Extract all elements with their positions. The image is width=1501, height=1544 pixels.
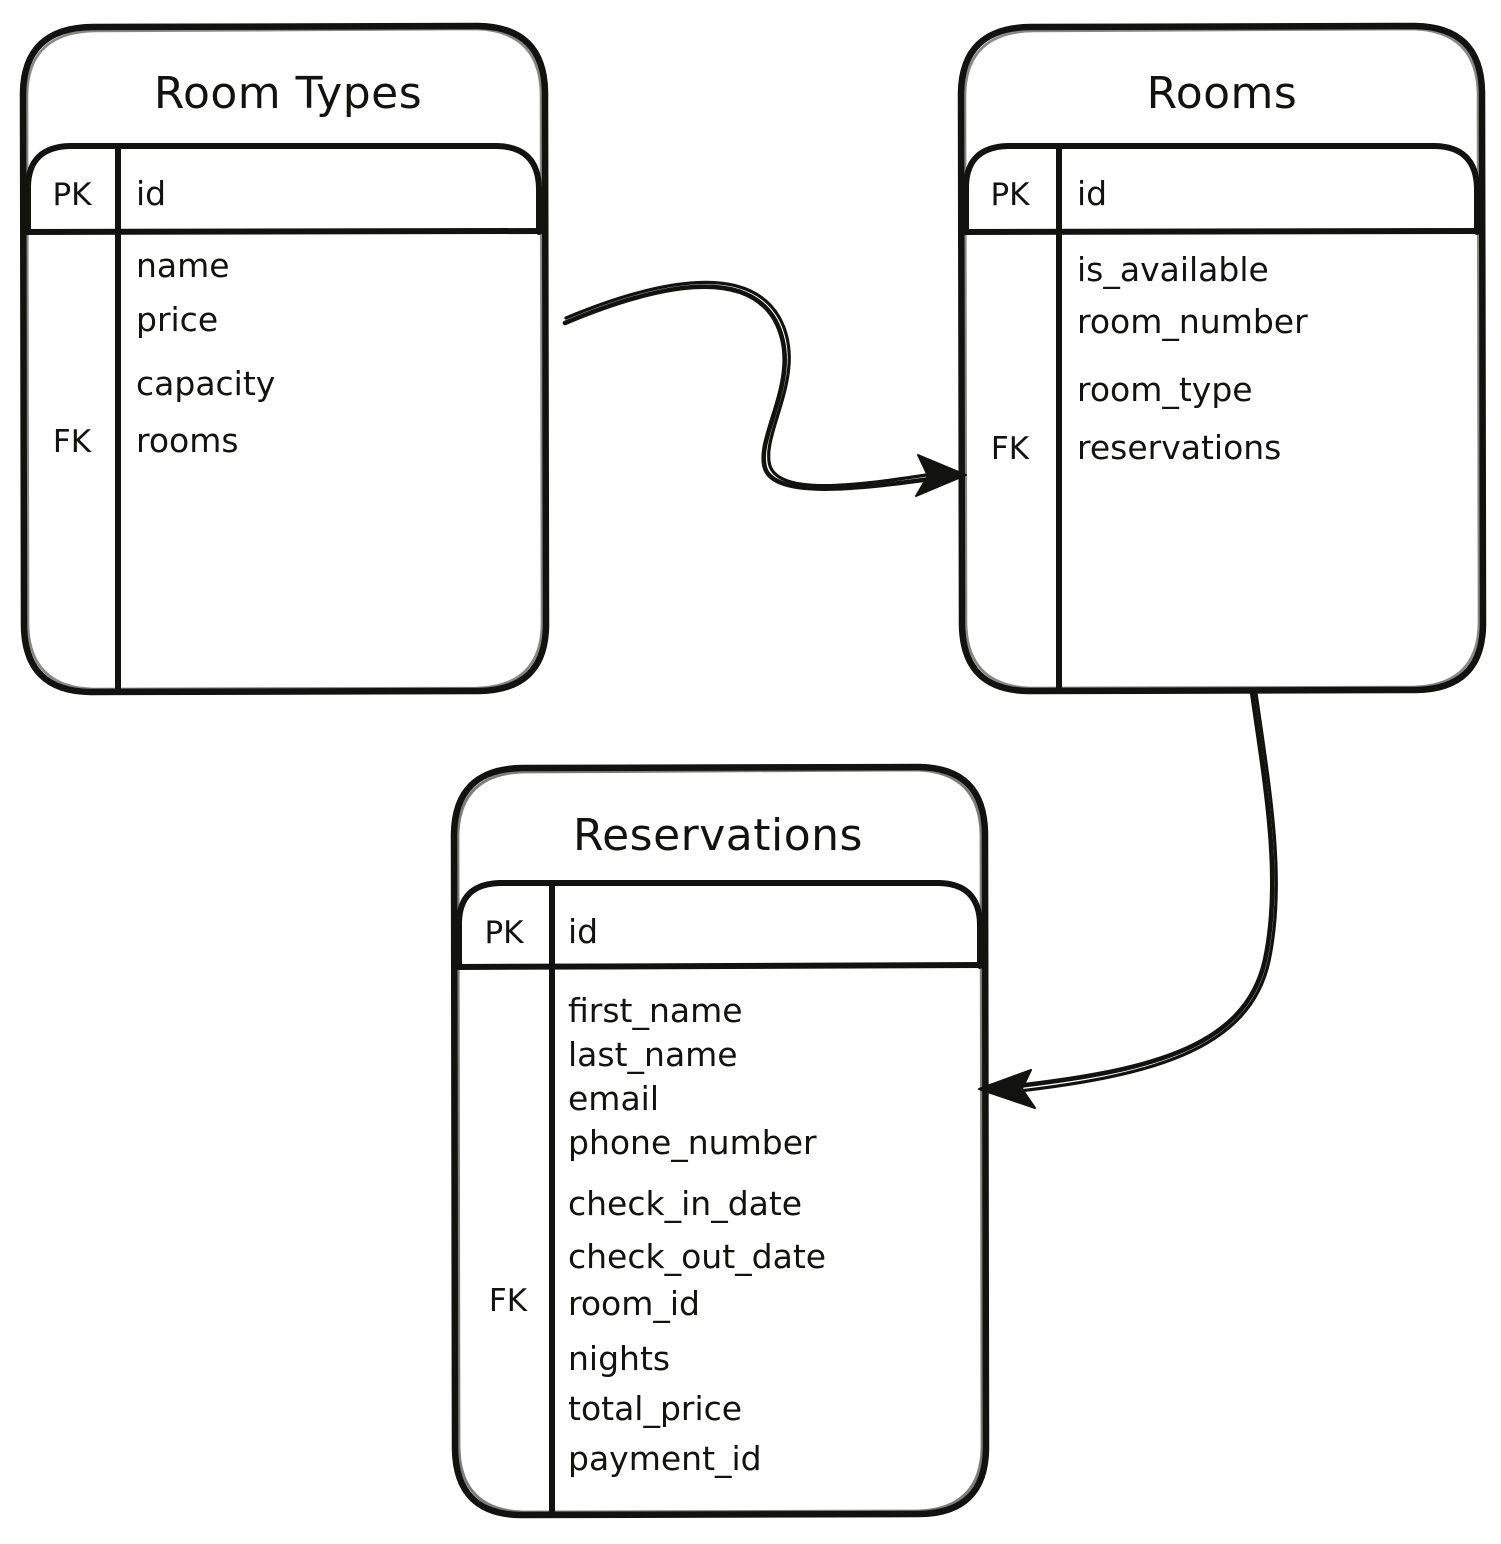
rooms-field-room-number: room_number (1077, 302, 1308, 341)
reservations-field-last-name: last_name (568, 1035, 738, 1074)
rel-2-line-sketch (1000, 691, 1278, 1095)
room-types-pk-field: id (136, 174, 166, 213)
rel-1-line-sketch (564, 280, 948, 488)
reservations-field-check-in-date: check_in_date (568, 1184, 802, 1223)
room-types-fk-label: FK (53, 424, 92, 460)
rooms-field-is-available: is_available (1077, 250, 1269, 289)
rooms-field-room-type: room_type (1077, 370, 1253, 409)
rooms-field-reservations: reservations (1077, 428, 1281, 467)
reservations-field-nights: nights (568, 1339, 670, 1378)
rel-2-arrow-head (978, 1069, 1036, 1109)
room-types-field-rooms: rooms (136, 421, 239, 460)
room-types-field-name: name (136, 246, 230, 285)
room-types-field-capacity: capacity (136, 364, 275, 403)
rooms-hit-area[interactable] (961, 26, 1483, 691)
reservations-pk-field: id (568, 912, 598, 951)
reservations-field-phone-number: phone_number (568, 1123, 817, 1162)
rooms-fk-label: FK (991, 431, 1030, 467)
reservations-field-check-out-date: check_out_date (568, 1237, 826, 1276)
rel-1-line (562, 284, 948, 491)
reservations-hit-area[interactable] (454, 767, 986, 1515)
room-types-hit-area[interactable] (23, 26, 546, 692)
room-types-title: Room Types (154, 68, 422, 119)
reservations-fk-label: FK (489, 1283, 528, 1319)
reservations-field-first-name: first_name (568, 991, 743, 1030)
reservations-pk-label: PK (484, 915, 524, 951)
rooms-pk-label: PK (990, 177, 1030, 213)
room-types-pk-label: PK (52, 177, 92, 213)
rel-1-arrow-head (915, 454, 967, 497)
relationship-rooms-to-reservations[interactable] (978, 689, 1278, 1109)
rooms-pk-field: id (1077, 174, 1107, 213)
rooms-title: Rooms (1147, 68, 1298, 119)
rel-2-line (997, 689, 1275, 1091)
reservations-field-total-price: total_price (568, 1389, 742, 1428)
reservations-title: Reservations (573, 810, 863, 861)
relationship-room-types-to-rooms[interactable] (562, 280, 967, 497)
reservations-field-room-id: room_id (568, 1284, 700, 1323)
reservations-field-email: email (568, 1079, 659, 1118)
room-types-field-price: price (136, 300, 218, 339)
reservations-field-payment-id: payment_id (568, 1439, 762, 1478)
